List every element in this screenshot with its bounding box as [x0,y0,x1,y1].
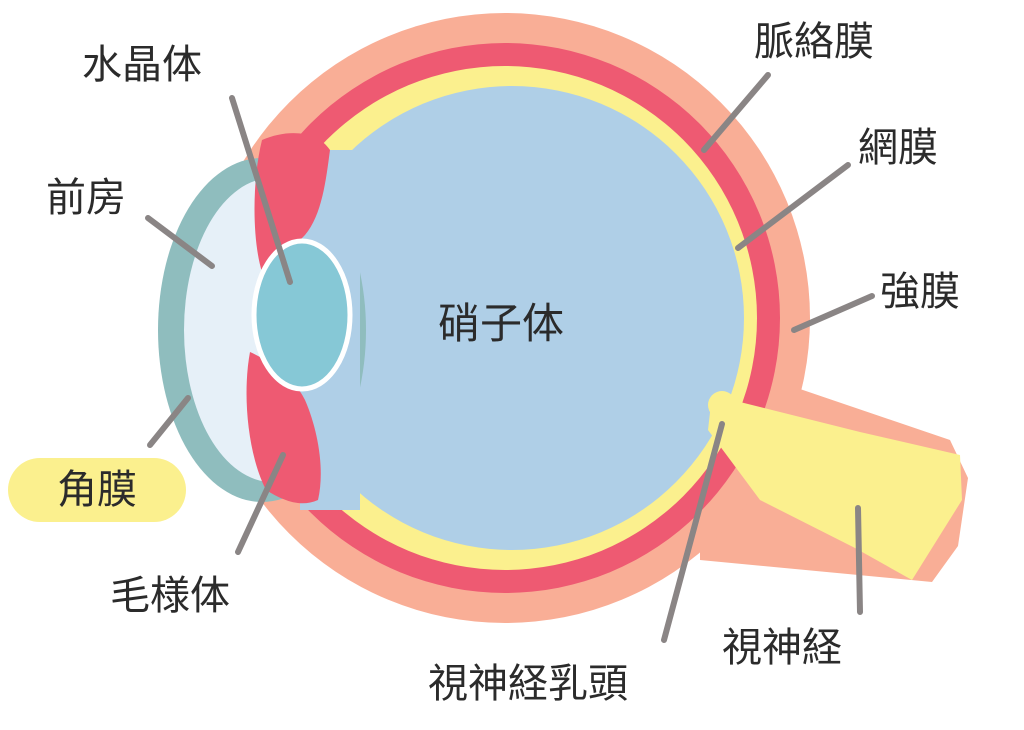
label-anterior-chamber: 前房 [46,175,126,221]
ciliary-body-lower [246,352,321,504]
leader-lens [229,95,293,285]
optic-disc [708,391,736,419]
label-cornea-badge: 角膜 [8,458,186,522]
lens [251,238,353,392]
label-vitreous: 硝子体 [438,299,565,348]
optic-nerve [708,395,962,580]
label-cornea: 角膜 [57,467,137,513]
label-lens: 水晶体 [82,42,202,88]
leader-optic-disc [661,421,725,643]
label-optic-nerve: 視神経 [722,625,842,671]
leader-sclera [791,293,875,333]
label-sclera: 強膜 [880,269,960,315]
label-retina: 網膜 [858,125,938,171]
vitreous-body [280,86,744,550]
leader-choroid [701,72,771,153]
leader-optic-nerve [855,505,863,615]
label-choroid: 脈絡膜 [754,19,874,65]
leader-anterior-chamber [145,215,215,269]
label-ciliary-body: 毛様体 [110,573,230,619]
label-optic-disc: 視神経乳頭 [428,661,628,707]
leader-cornea [147,395,191,448]
leader-retina [735,162,851,251]
leader-ciliary-body [235,452,286,555]
leader-lines [145,72,875,643]
